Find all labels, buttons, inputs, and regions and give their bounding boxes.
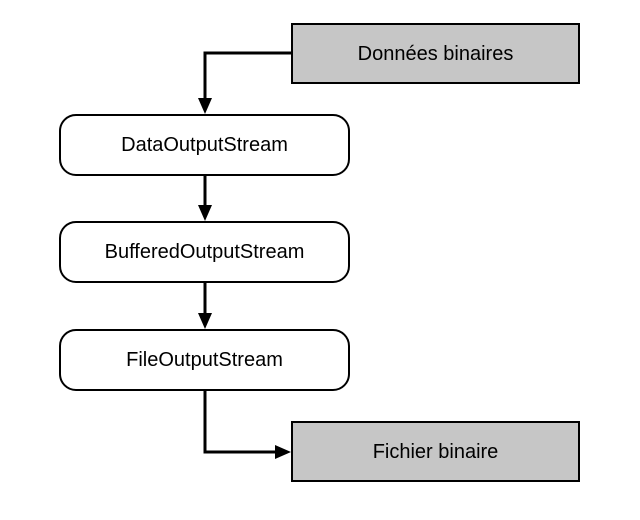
node-bufferedoutputstream-label: BufferedOutputStream <box>104 241 305 263</box>
node-donnees-binaires: Données binaires <box>291 23 580 84</box>
node-fileoutputstream: FileOutputStream <box>59 329 350 391</box>
node-fichier-binaire-label: Fichier binaire <box>372 440 499 463</box>
arrowhead-down-fileoutputstream <box>198 313 212 329</box>
node-fileoutputstream-label: FileOutputStream <box>126 349 283 371</box>
arrowhead-down-bufferedoutputstream <box>198 205 212 221</box>
node-donnees-binaires-label: Données binaires <box>357 42 514 65</box>
node-dataoutputstream-label: DataOutputStream <box>121 134 288 156</box>
node-dataoutputstream: DataOutputStream <box>59 114 350 176</box>
arrowhead-right-fichier-binaire <box>275 445 291 459</box>
edge-source-to-dataoutputstream <box>203 51 291 100</box>
arrowhead-down-dataoutputstream <box>198 98 212 114</box>
node-fichier-binaire: Fichier binaire <box>291 421 580 482</box>
node-bufferedoutputstream: BufferedOutputStream <box>59 221 350 283</box>
edge-fileoutputstream-to-sink <box>203 391 277 454</box>
